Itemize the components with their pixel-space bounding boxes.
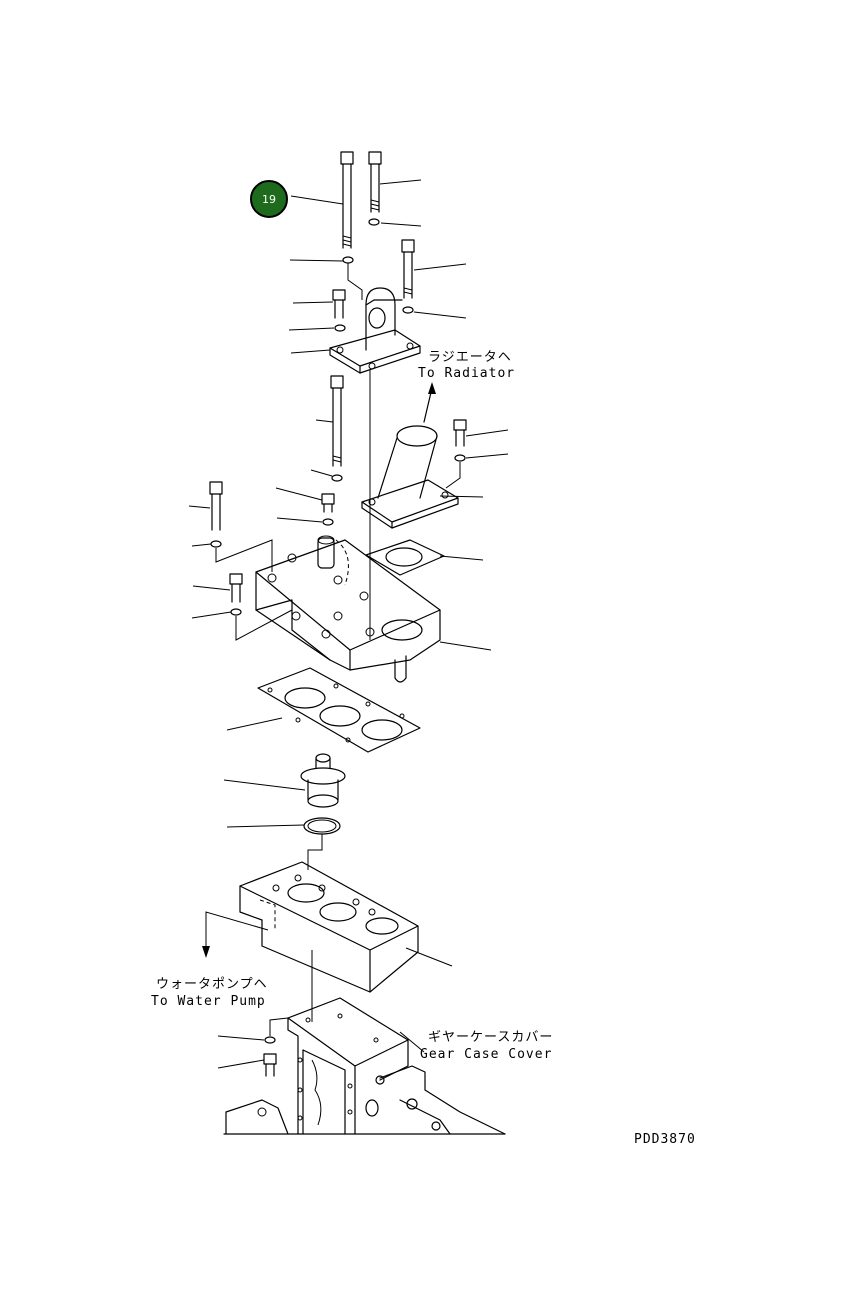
- washer[interactable]: [334, 324, 346, 332]
- washer[interactable]: [342, 256, 354, 264]
- drawing-id: PDD3870: [634, 1132, 696, 1147]
- callout-radiator-en: To Radiator: [418, 366, 515, 381]
- pipe-gasket[interactable]: [365, 539, 445, 576]
- callout-gear-case-en: Gear Case Cover: [420, 1047, 552, 1062]
- washer[interactable]: [331, 474, 343, 482]
- lifting-bracket[interactable]: [329, 287, 421, 374]
- bolt-long-middle[interactable]: [330, 375, 344, 467]
- bolt-gear-case[interactable]: [263, 1053, 277, 1077]
- callout-water-pump-jp: ウォータポンプヘ: [156, 977, 268, 992]
- bolt-small[interactable]: [321, 493, 335, 513]
- badge-number: 19: [262, 193, 276, 206]
- washer[interactable]: [264, 1036, 276, 1044]
- callout-radiator-jp: ラジエータヘ: [428, 350, 512, 365]
- thermostat[interactable]: [300, 753, 346, 808]
- washer[interactable]: [454, 454, 466, 462]
- washer[interactable]: [230, 608, 242, 616]
- radiator-outlet-pipe[interactable]: [361, 425, 459, 529]
- callout-gear-case-jp: ギヤーケースカバー: [428, 1030, 553, 1045]
- bolt-long-left[interactable]: [209, 481, 223, 531]
- washer[interactable]: [210, 540, 222, 548]
- washer[interactable]: [322, 518, 334, 526]
- gear-case-cover[interactable]: [223, 997, 506, 1135]
- bolt-top-right[interactable]: [368, 151, 382, 213]
- item-number-badge[interactable]: 19: [250, 180, 288, 218]
- thermostat-housing[interactable]: [255, 535, 441, 683]
- washer[interactable]: [368, 218, 380, 226]
- washer[interactable]: [402, 306, 414, 314]
- housing-gasket[interactable]: [257, 667, 421, 753]
- bolt-long-top-left[interactable]: [340, 151, 354, 249]
- bolt-small[interactable]: [332, 289, 346, 319]
- leader-lines: [188, 179, 509, 1069]
- bolt-left-low[interactable]: [229, 573, 243, 603]
- bolt-bracket-right[interactable]: [401, 239, 415, 299]
- o-ring[interactable]: [303, 817, 341, 835]
- callout-water-pump-en: To Water Pump: [151, 994, 266, 1009]
- bolt-pipe[interactable]: [453, 419, 467, 447]
- water-pump-housing[interactable]: [239, 861, 419, 993]
- arrow-to-water-pump: [205, 911, 269, 950]
